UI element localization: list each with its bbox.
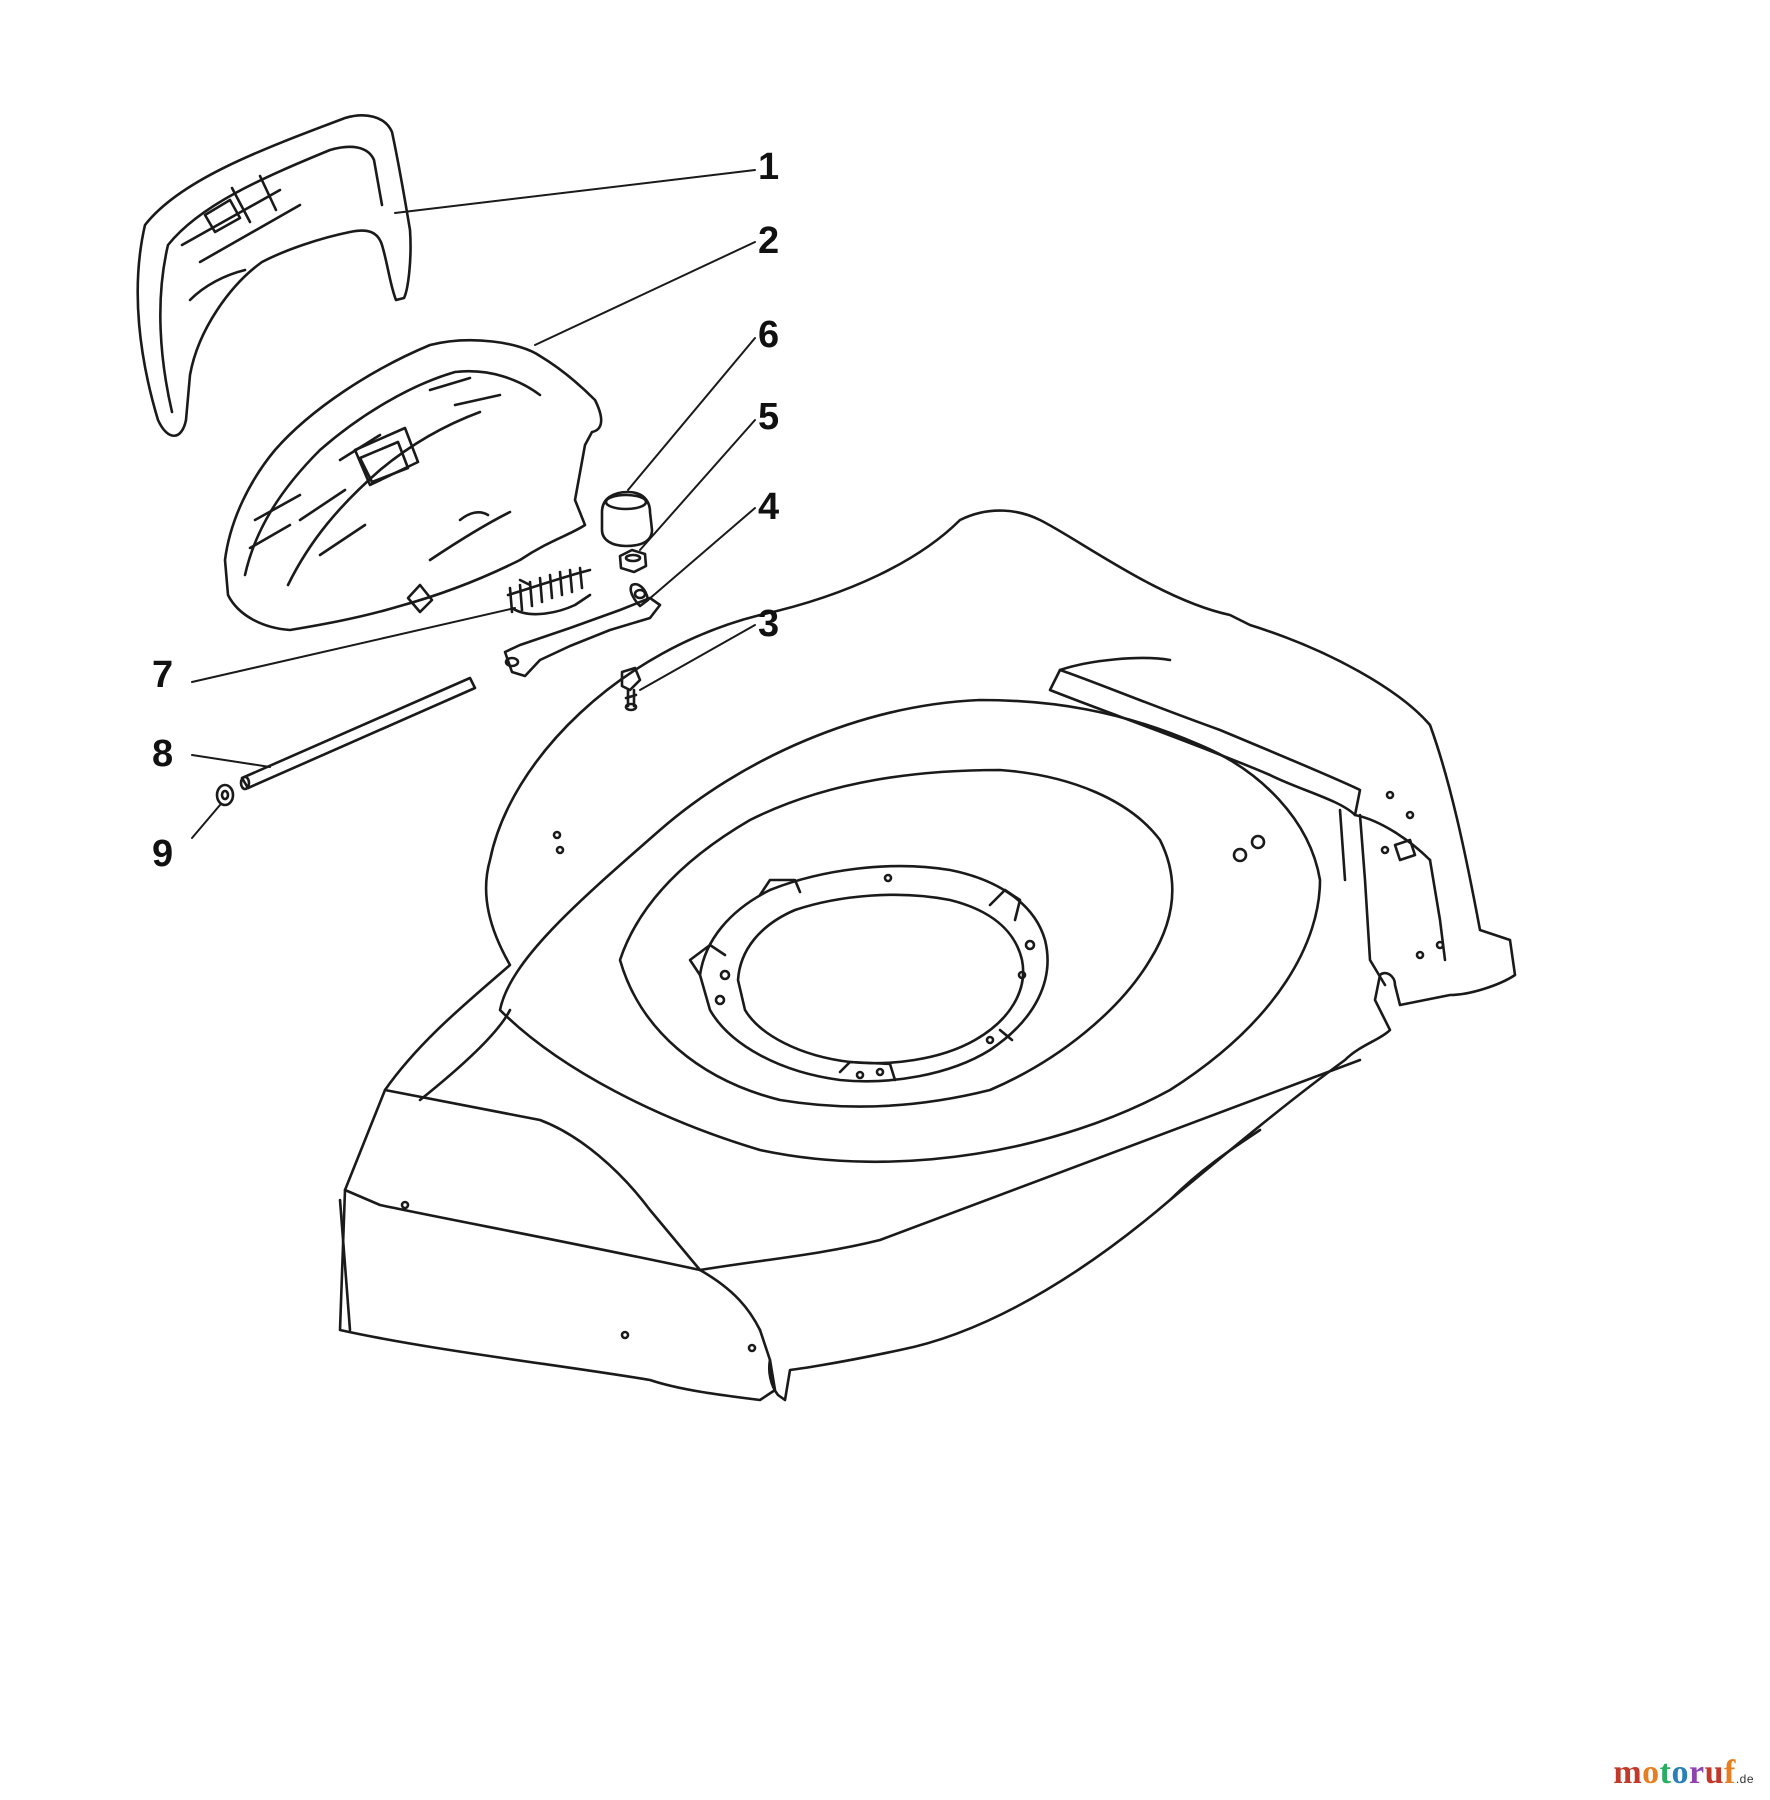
callout-1: 1 (758, 146, 780, 188)
watermark-letter: f (1723, 1754, 1736, 1791)
rod-icon (239, 676, 477, 791)
callout-5: 5 (758, 396, 780, 438)
callout-7: 7 (152, 654, 174, 696)
rear-flap-icon (223, 339, 603, 632)
bracket-icon (503, 582, 662, 678)
upper-cover-icon (136, 114, 412, 438)
watermark-text: motoruf (1613, 1754, 1736, 1791)
callout-9: 9 (152, 833, 174, 875)
watermark-logo: motoruf.de (1613, 1754, 1754, 1792)
screw-icon (620, 666, 642, 712)
callout-6: 6 (758, 314, 780, 356)
callout-4: 4 (758, 486, 780, 528)
callout-3: 3 (758, 603, 780, 645)
nut-icon (618, 548, 648, 574)
callout-2: 2 (758, 220, 780, 262)
watermark-letter: u (1704, 1754, 1724, 1791)
watermark-letter: m (1613, 1754, 1643, 1791)
cap-icon (600, 490, 654, 548)
watermark-letter: o (1671, 1754, 1689, 1791)
spring-icon (506, 566, 592, 616)
leader-lines (191, 169, 756, 839)
watermark-letter: t (1659, 1754, 1672, 1791)
watermark-suffix: .de (1735, 1772, 1754, 1786)
washer-icon (215, 783, 235, 807)
mower-deck-icon (338, 509, 1517, 1402)
watermark-letter: o (1642, 1754, 1660, 1791)
callout-8: 8 (152, 733, 174, 775)
watermark-letter: r (1688, 1754, 1705, 1791)
